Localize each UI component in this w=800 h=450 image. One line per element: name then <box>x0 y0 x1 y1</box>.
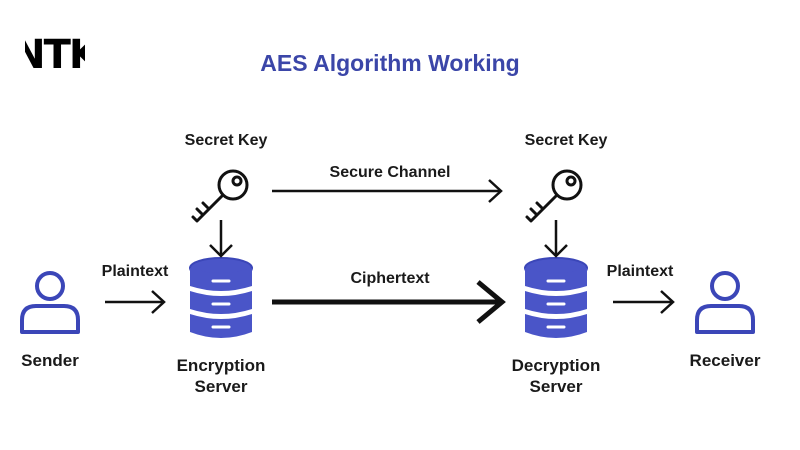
decryption-server-label-line2: Server <box>529 377 583 396</box>
decryption-server-label-line1: Decryption <box>511 356 601 375</box>
plaintext-in-label: Plaintext <box>101 263 169 280</box>
secret-key-right-label: Secret Key <box>524 132 608 149</box>
secret-key-left-icon <box>191 169 249 223</box>
decryption-server-icon <box>523 256 589 340</box>
encryption-server-icon <box>188 256 254 340</box>
encryption-server-label-line2: Server <box>194 377 248 396</box>
plaintext-in-arrow <box>105 290 166 314</box>
encryption-server-label-line1: Encryption <box>176 356 266 375</box>
plaintext-out-arrow <box>613 290 675 314</box>
decryption-server-label: Decryption Server <box>495 355 617 397</box>
secure-channel-label: Secure Channel <box>329 164 451 181</box>
secret-key-right-icon <box>525 169 583 223</box>
ciphertext-label: Ciphertext <box>350 270 430 287</box>
ciphertext-arrow <box>272 280 506 324</box>
key-to-encryption-arrow <box>209 220 233 258</box>
key-to-decryption-arrow <box>544 220 568 258</box>
receiver-label: Receiver <box>689 351 761 370</box>
sender-user-icon <box>20 271 80 334</box>
encryption-server-label: Encryption Server <box>160 355 282 397</box>
diagram-title: AES Algorithm Working <box>260 50 520 76</box>
secret-key-left-label: Secret Key <box>184 132 268 149</box>
sender-label: Sender <box>21 351 79 370</box>
receiver-user-icon <box>695 271 755 334</box>
plaintext-out-label: Plaintext <box>606 263 674 280</box>
secure-channel-arrow <box>272 179 503 203</box>
